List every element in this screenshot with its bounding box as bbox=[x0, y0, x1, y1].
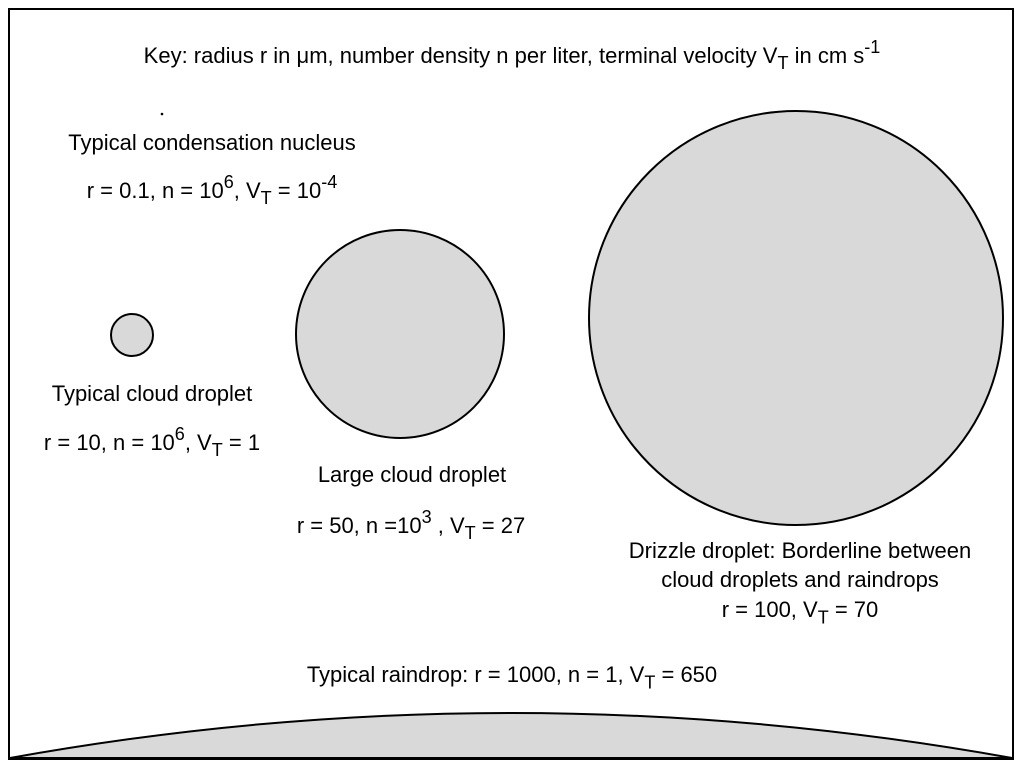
drizzle-title-line-2: cloud droplets and raindrops bbox=[661, 567, 939, 592]
nucleus-values: r = 0.1, n = 106, VT = 10-4 bbox=[86, 172, 338, 209]
nucleus-title: Typical condensation nucleus bbox=[68, 130, 356, 155]
large-droplet-title: Large cloud droplet bbox=[317, 462, 507, 487]
drizzle-title-line-1: Drizzle droplet: Borderline between bbox=[628, 538, 972, 563]
cloud-droplet-circle bbox=[110, 313, 154, 357]
raindrop-arc bbox=[9, 712, 1013, 759]
drizzle-droplet-circle bbox=[588, 110, 1004, 526]
large-cloud-droplet-circle bbox=[295, 229, 505, 439]
large-droplet-values: r = 50, n =103 , VT = 27 bbox=[296, 507, 526, 544]
cloud-droplet-values: r = 10, n = 106, VT = 1 bbox=[43, 424, 261, 461]
raindrop-label: Typical raindrop: r = 1000, n = 1, VT = … bbox=[306, 662, 718, 693]
drizzle-values: r = 100, VT = 70 bbox=[721, 597, 879, 628]
condensation-nucleus-dot bbox=[160, 112, 164, 116]
cloud-droplet-title: Typical cloud droplet bbox=[51, 381, 253, 406]
key-label: Key: radius r in μm, number density n pe… bbox=[143, 37, 881, 74]
